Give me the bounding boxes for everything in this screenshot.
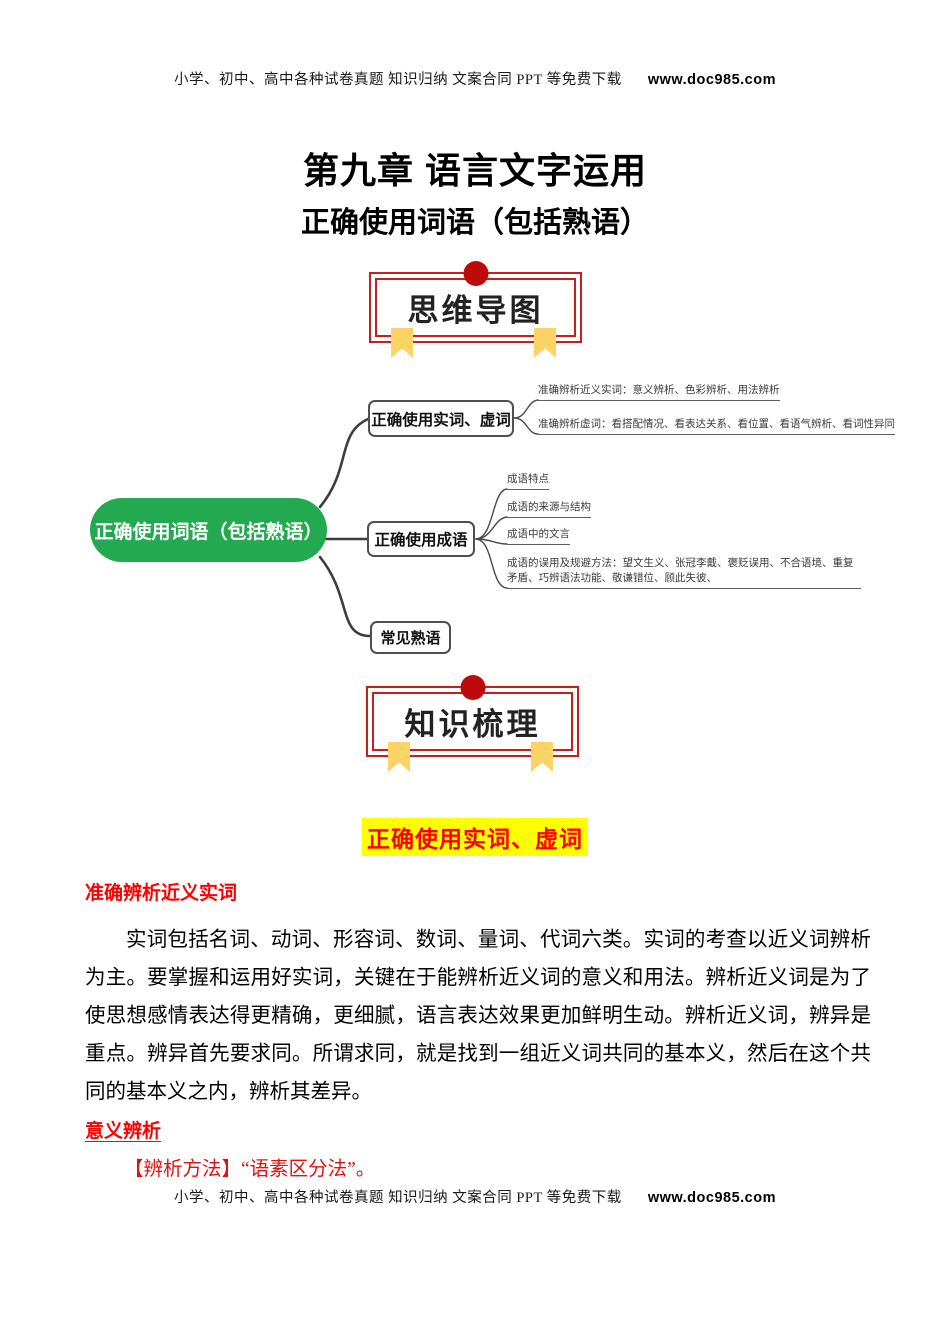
banner-circle-icon	[460, 675, 485, 700]
connector-root-branch3	[318, 555, 372, 638]
ribbon-left-icon	[391, 328, 413, 358]
header-site-link[interactable]: www.doc985.com	[647, 72, 776, 88]
mindmap-leaf: 成语的误用及规避方法：望文生义、张冠李戴、褒贬误用、不合语境、重复矛盾、巧辨语法…	[507, 556, 861, 589]
mindmap-banner: 思维导图	[369, 261, 582, 358]
mindmap-leaf: 准确辨析虚词：看搭配情况、看表达关系、看位置、看语气辨析、看词性异同	[538, 417, 895, 435]
mindmap-branch-shuyu: 常见熟语	[370, 621, 451, 654]
mindmap-branch-shici-xuci: 正确使用实词、虚词	[368, 400, 514, 437]
page-footer: 小学、初中、高中各种试卷真题 知识归纳 文案合同 PPT 等免费下载 www.d…	[0, 1186, 950, 1207]
banner-circle-icon	[463, 261, 488, 286]
subheading-shici: 准确辨析近义实词	[85, 883, 238, 904]
mindmap-branch-chengyu: 正确使用成语	[367, 521, 475, 557]
body-paragraph: 实词包括名词、动词、形容词、数词、量词、代词六类。实词的考查以近义词辨析为主。要…	[85, 929, 871, 1103]
mindmap-root-node: 正确使用词语（包括熟语）	[90, 498, 327, 562]
highlight-heading-row: 正确使用实词、虚词	[0, 818, 950, 856]
connector-branch1-leaf1	[513, 399, 539, 419]
mindmap-leaf: 准确辨析近义实词：意义辨析、色彩辨析、用法辨析	[538, 383, 780, 401]
ribbon-right-icon	[531, 742, 553, 772]
section-title: 正确使用词语（包括熟语）	[300, 207, 649, 239]
ribbon-right-icon	[534, 328, 556, 358]
page-header: 小学、初中、高中各种试卷真题 知识归纳 文案合同 PPT 等免费下载 www.d…	[0, 68, 950, 89]
ribbon-left-icon	[388, 742, 410, 772]
header-promo-text: 小学、初中、高中各种试卷真题 知识归纳 文案合同 PPT 等免费下载	[174, 72, 622, 88]
footer-site-link[interactable]: www.doc985.com	[647, 1190, 776, 1206]
connector-branch1-leaf2	[513, 417, 539, 435]
connector-branch2-leaf2	[475, 516, 508, 540]
highlight-heading: 正确使用实词、虚词	[362, 818, 588, 856]
subheading-yiyi-bianxi: 意义辨析	[85, 1121, 162, 1142]
method-line: 【辨析方法】“语素区分法”。	[124, 1159, 376, 1180]
mindmap-leaf: 成语特点	[507, 472, 549, 490]
mindmap-leaf: 成语中的文言	[507, 527, 570, 545]
knowledge-banner-title: 知识梳理	[404, 707, 541, 742]
mindmap-banner-frame: 思维导图	[375, 278, 576, 337]
chapter-title: 第九章 语言文字运用	[302, 150, 647, 191]
connector-root-branch1	[318, 417, 370, 509]
footer-promo-text: 小学、初中、高中各种试卷真题 知识归纳 文案合同 PPT 等免费下载	[174, 1190, 622, 1206]
knowledge-banner: 知识梳理	[366, 675, 579, 772]
mindmap-banner-title: 思维导图	[407, 293, 544, 328]
connector-branch2-leaf1	[475, 488, 508, 540]
connector-branch2-leaf4	[475, 538, 508, 589]
connector-branch2-leaf3	[475, 538, 508, 545]
mindmap-leaf: 成语的来源与结构	[507, 500, 591, 518]
